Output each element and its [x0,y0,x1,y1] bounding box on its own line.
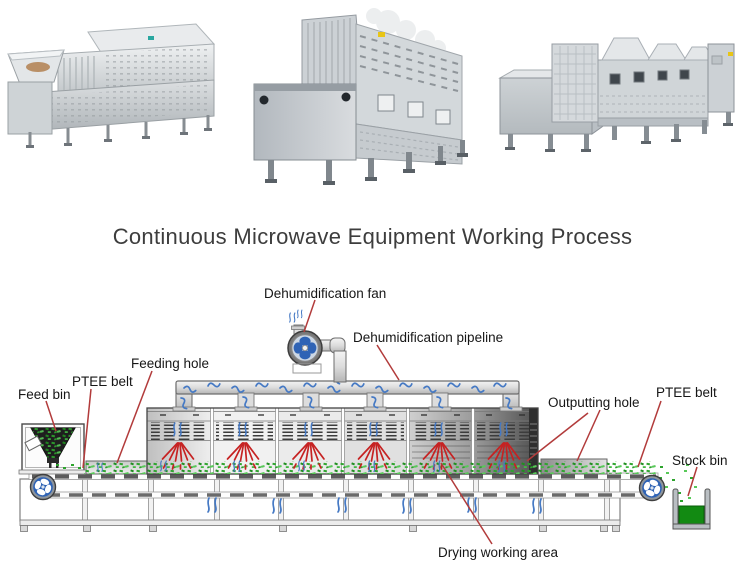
machine-feet [26,128,212,148]
label-outputting-hole: Outputting hole [548,395,640,410]
machine-lower-body [15,79,215,133]
label-dehumidification-pipeline: Dehumidification pipeline [353,330,503,345]
warning-sticker [728,52,733,56]
machine-photo-right [498,37,735,152]
dehumidification-fan [287,324,323,374]
label-drying-working-area: Drying working area [438,545,559,560]
tunnel-body [355,23,463,165]
label-dehumidification-fan: Dehumidification fan [264,286,386,301]
roof-hood [601,37,651,61]
machine-legs [268,140,465,182]
stock-bin [672,488,711,530]
pipeline-ducts [237,392,449,409]
louver-cabinet [301,14,363,98]
label-stock-bin: Stock bin [672,453,728,468]
label-feed-bin: Feed bin [18,387,71,402]
feed-bin [18,423,87,475]
dehumidification-pipeline [172,358,523,412]
exhaust-steam [366,8,446,56]
warning-sticker [378,32,385,37]
belt-roller-knob [259,95,269,105]
tunnel-doors [377,94,451,125]
label-ptee-belt-right: PTEE belt [656,385,717,400]
leader-lines [45,299,698,545]
diagram-labels: Dehumidification fan Dehumidification pi… [18,286,728,560]
label-ptee-belt-left: PTEE belt [72,374,133,389]
cabinet-grilles [151,422,534,440]
belt-roller-knob [341,92,351,102]
belt-pulley-right [638,474,666,502]
tunnel-body [597,37,715,127]
working-process-diagram: Dehumidification fan Dehumidification pi… [18,286,728,560]
fan-blades [293,336,317,360]
roof-hood [647,43,687,61]
page-title: Continuous Microwave Equipment Working P… [112,224,633,249]
frame-feet [20,525,620,532]
conveyor-belt-return [42,491,650,499]
belt-pulley-left [29,473,57,501]
feed-hopper [7,49,65,135]
feed-chute [24,435,43,452]
checker-panel [551,43,599,123]
machine-feet [505,123,733,152]
tunnel-end-grille [529,408,538,474]
machine-legs [508,112,731,150]
infeed-box [253,83,357,161]
tunnel-windows [609,69,690,85]
machine-photo-left [7,23,216,148]
machine-photo-middle [253,8,468,185]
machine-feet [265,153,468,185]
control-light [148,36,154,40]
roof-hood [683,46,715,61]
machine-legs [28,115,210,146]
control-cabinet [707,43,735,113]
support-frame [19,478,621,532]
fan-outlet-pipe [317,337,347,383]
label-feeding-hole: Feeding hole [131,356,209,371]
